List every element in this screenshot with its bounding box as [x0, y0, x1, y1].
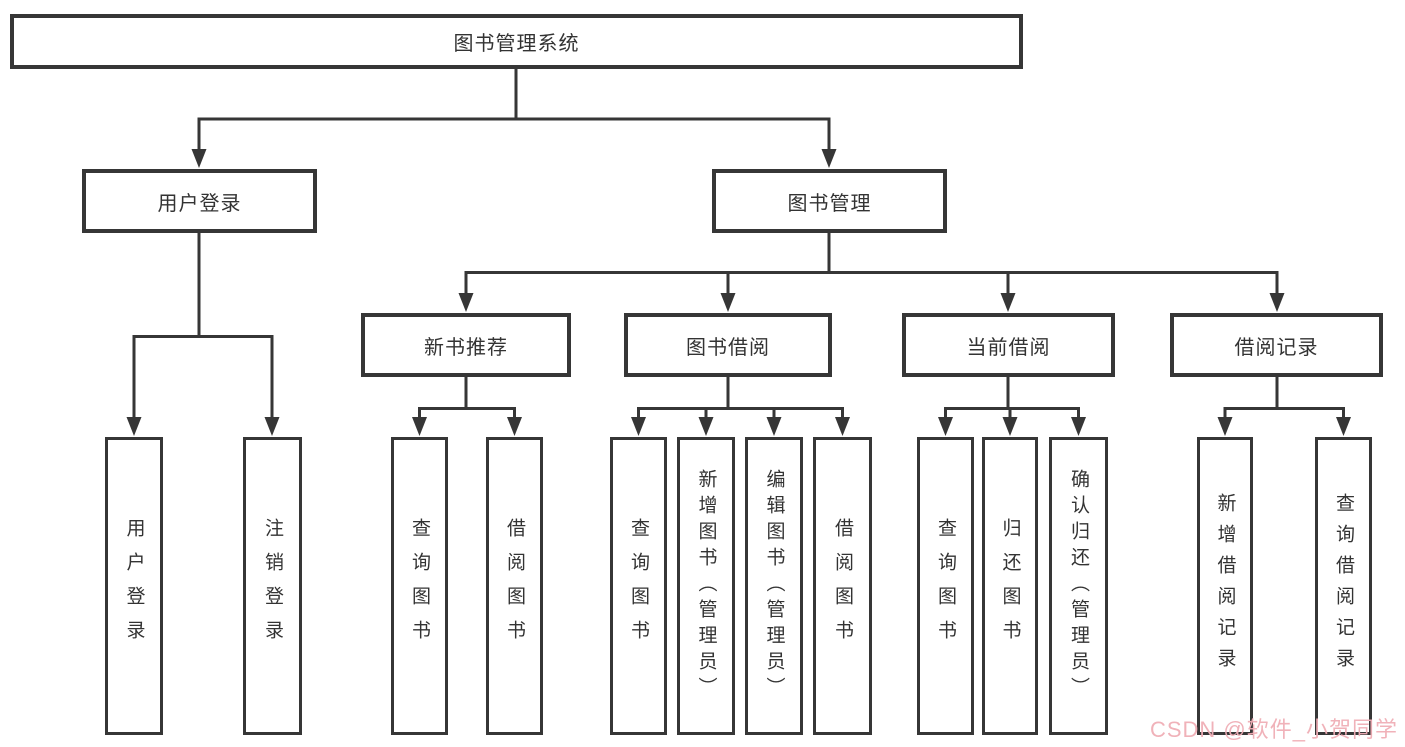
leaf-borrow-add-books-admin: 新增图书（管理员）	[677, 437, 735, 735]
leaf-recommend-query-books: 查询图书	[391, 437, 448, 735]
node-current-borrow: 当前借阅	[902, 313, 1115, 377]
leaf-label: 编辑图书（管理员）	[763, 469, 785, 703]
leaf-label: 注销登录	[262, 518, 283, 654]
leaf-label: 新增借阅记录	[1214, 493, 1236, 679]
leaf-label: 查询图书	[409, 518, 430, 654]
leaf-current-return-books: 归还图书	[982, 437, 1038, 735]
leaf-label: 确认归还（管理员）	[1068, 469, 1089, 703]
leaf-label: 借阅图书	[504, 518, 525, 654]
leaf-label: 查询借阅记录	[1333, 493, 1354, 679]
leaf-current-query-books: 查询图书	[917, 437, 974, 735]
node-user-login: 用户登录	[82, 169, 317, 233]
leaf-user-login: 用户登录	[105, 437, 163, 735]
csdn-watermark: CSDN @软件_小贺同学	[1149, 717, 1398, 742]
leaf-label: 用户登录	[123, 518, 145, 654]
leaf-label: 借阅图书	[832, 518, 853, 654]
leaf-borrow-query-books: 查询图书	[610, 437, 667, 735]
leaf-label: 新增图书（管理员）	[695, 469, 717, 703]
node-root: 图书管理系统	[10, 14, 1023, 69]
node-book-management: 图书管理	[712, 169, 947, 233]
leaf-borrow-borrow-books: 借阅图书	[813, 437, 872, 735]
leaf-records-query-record: 查询借阅记录	[1315, 437, 1372, 735]
leaf-logout: 注销登录	[243, 437, 302, 735]
node-book-borrow: 图书借阅	[624, 313, 832, 377]
leaf-recommend-borrow-books: 借阅图书	[486, 437, 543, 735]
leaf-label: 归还图书	[999, 518, 1021, 654]
leaf-current-confirm-return-admin: 确认归还（管理员）	[1049, 437, 1108, 735]
leaf-borrow-edit-books-admin: 编辑图书（管理员）	[745, 437, 803, 735]
leaf-label: 查询图书	[935, 518, 956, 654]
leaf-label: 查询图书	[628, 518, 649, 654]
leaf-records-add-record: 新增借阅记录	[1197, 437, 1253, 735]
node-borrow-records: 借阅记录	[1170, 313, 1383, 377]
node-new-book-recommend: 新书推荐	[361, 313, 571, 377]
